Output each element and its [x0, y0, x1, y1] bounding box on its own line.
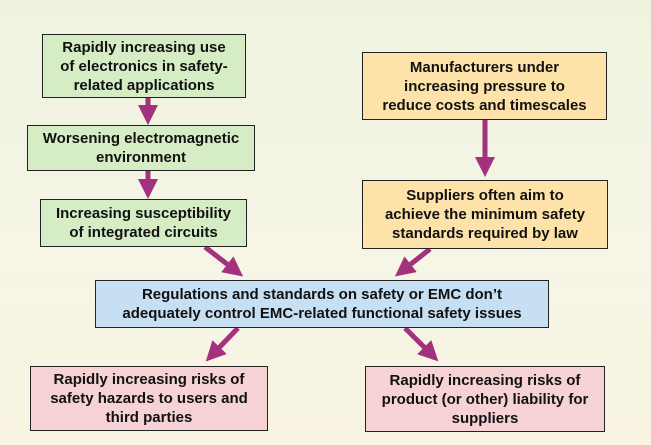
node-regulations: Regulations and standards on safety or E…	[95, 280, 549, 328]
arrow-suppliers-to-regulations	[394, 247, 432, 277]
node-ic-susceptibility-text: Increasing susceptibility of integrated …	[55, 205, 232, 241]
arrow-susceptibility-to-regulations	[203, 245, 244, 277]
node-regulations-text: Regulations and standards on safety or E…	[122, 286, 522, 322]
node-electronics-use-text: Rapidly increasing use of electronics in…	[60, 38, 228, 94]
node-manufacturers-pressure-text: Manufacturers under increasing pressure …	[382, 58, 587, 114]
arrow-regulations-to-risk-liability	[403, 326, 439, 362]
node-em-environment: Worsening electromagnetic environment	[27, 125, 255, 171]
node-risk-users: Rapidly increasing risks of safety hazar…	[30, 366, 268, 431]
node-em-environment-text: Worsening electromagnetic environment	[42, 130, 240, 166]
arrow-regulations-to-risk-users	[205, 326, 240, 362]
node-suppliers-minimum-text: Suppliers often aim to achieve the minim…	[384, 187, 586, 242]
node-risk-users-text: Rapidly increasing risks of safety hazar…	[50, 371, 248, 426]
node-manufacturers-pressure: Manufacturers under increasing pressure …	[362, 52, 607, 120]
node-risk-liability-text: Rapidly increasing risks of product (or …	[381, 371, 589, 427]
node-suppliers-minimum: Suppliers often aim to achieve the minim…	[362, 180, 608, 249]
node-electronics-use: Rapidly increasing use of electronics in…	[42, 34, 246, 98]
node-risk-liability: Rapidly increasing risks of product (or …	[365, 366, 605, 432]
node-ic-susceptibility: Increasing susceptibility of integrated …	[40, 199, 247, 247]
